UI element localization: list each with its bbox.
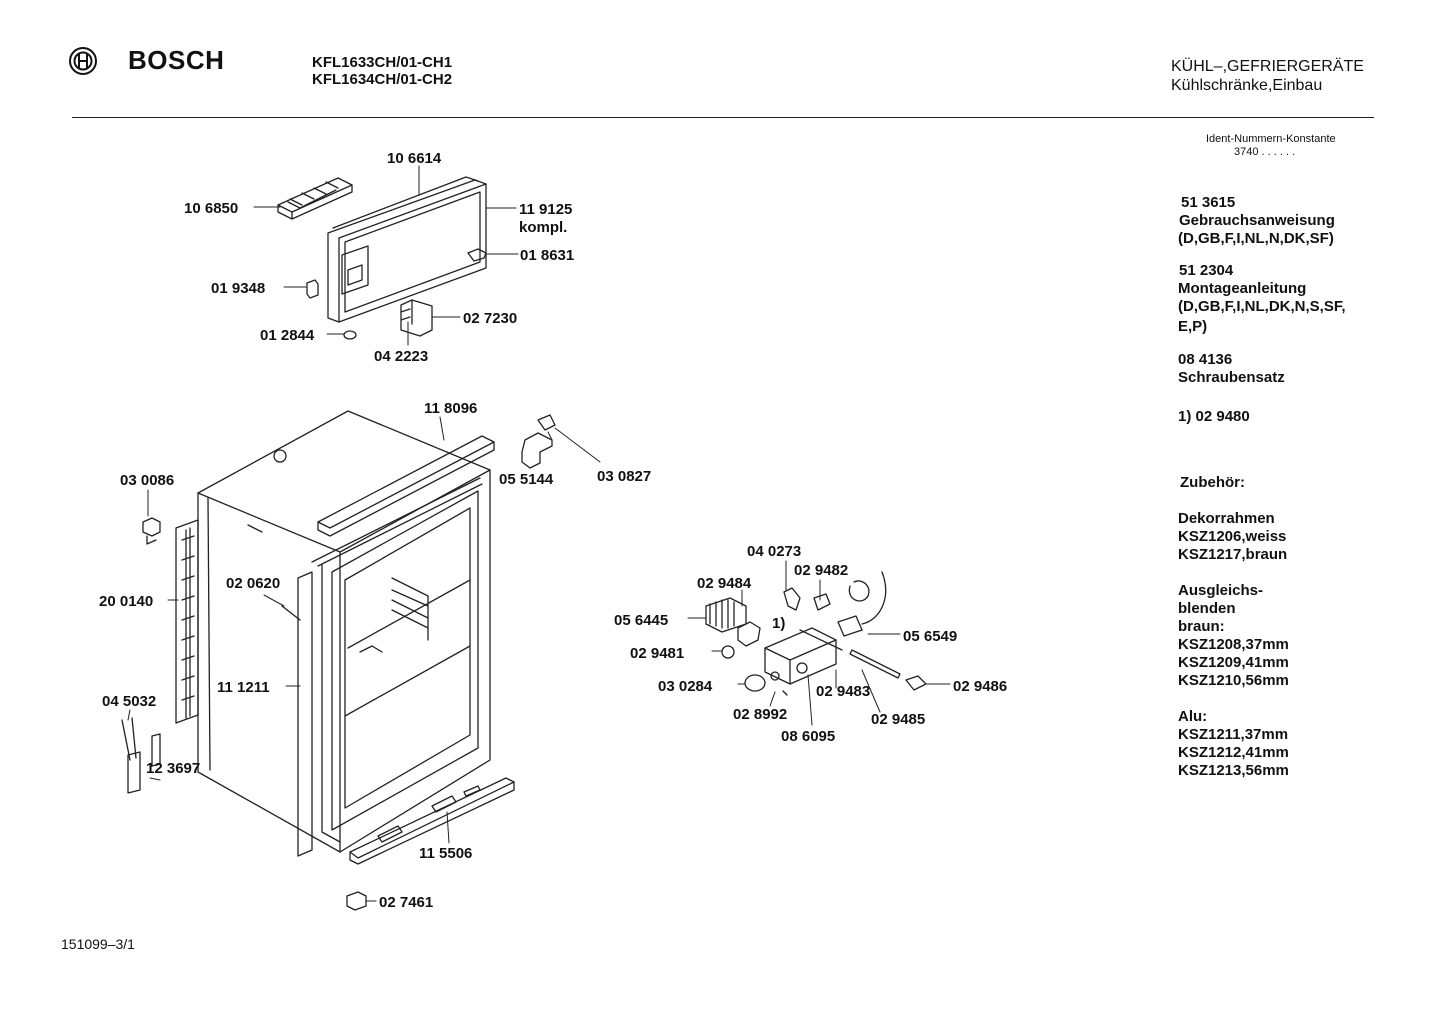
cabinet-body-part xyxy=(197,410,491,853)
part-label: 10 6614 xyxy=(387,150,442,167)
decor-line-3: KSZ1217,braun xyxy=(1178,546,1288,563)
stop-part xyxy=(467,248,487,262)
decor-line-1: Dekorrahmen xyxy=(1178,510,1275,527)
ice-tray-part xyxy=(277,177,353,220)
part-label: kompl. xyxy=(519,219,567,236)
part-label: 11 8096 xyxy=(424,400,477,417)
accessories-title: Zubehör: xyxy=(1180,474,1245,491)
alu-line-3: KSZ1212,41mm xyxy=(1178,744,1289,761)
alu-line-2: KSZ1211,37mm xyxy=(1178,726,1289,743)
part-label: 03 0284 xyxy=(658,678,713,695)
part-label: 02 7461 xyxy=(379,894,433,911)
part-label: 04 2223 xyxy=(374,348,428,365)
alu-line-1: Alu: xyxy=(1178,708,1208,725)
blends-line-1: Ausgleichs- xyxy=(1178,582,1264,599)
part-label: 11 9125 xyxy=(519,201,572,218)
part-label: 01 2844 xyxy=(260,327,315,344)
part-label: 10 6850 xyxy=(184,200,238,217)
alu-line-4: KSZ1213,56mm xyxy=(1178,762,1289,779)
part-label: 02 0620 xyxy=(226,575,280,592)
category-line-1: KÜHL–,GEFRIERGERÄTE xyxy=(1171,58,1364,75)
blends-line-5: KSZ1209,41mm xyxy=(1178,654,1289,671)
category-line-2: Kühlschränke,Einbau xyxy=(1171,77,1323,94)
part-label: 05 5144 xyxy=(499,471,554,488)
doc-1-line-2: (D,GB,F,I,NL,N,DK,SF) xyxy=(1178,230,1334,247)
blends-line-3: braun: xyxy=(1178,618,1225,635)
blends-line-6: KSZ1210,56mm xyxy=(1178,672,1289,689)
thermostat-assembly-part xyxy=(705,571,927,696)
plug-part xyxy=(142,517,161,537)
part-label: 05 6549 xyxy=(903,628,957,645)
document-code: 151099–3/1 xyxy=(61,936,135,952)
model-line-1: KFL1633CH/01-CH1 xyxy=(312,54,453,71)
ident-value: 3740 . . . . . . xyxy=(1234,146,1296,158)
part-label: 02 9483 xyxy=(816,683,870,700)
doc-3-number: 08 4136 xyxy=(1178,351,1233,368)
part-label: 01 8631 xyxy=(520,247,574,264)
condenser-part xyxy=(175,519,199,724)
part-label: 11 1211 xyxy=(217,679,270,696)
decor-line-2: KSZ1206,weiss xyxy=(1178,528,1287,545)
doc-2-number: 51 2304 xyxy=(1179,262,1234,279)
footnote: 1) 02 9480 xyxy=(1178,408,1250,425)
part-label: 02 9481 xyxy=(630,645,684,662)
doc-2-line-3: E,P) xyxy=(1178,318,1208,335)
part-label: 02 9484 xyxy=(697,575,752,592)
part-label: 03 0086 xyxy=(120,472,174,489)
part-label: 03 0827 xyxy=(597,468,651,485)
part-label: 02 9482 xyxy=(794,562,848,579)
part-label: 05 6445 xyxy=(614,612,668,629)
leader-lines xyxy=(127,165,951,902)
ident-label: Ident-Nummern-Konstante xyxy=(1206,133,1336,145)
hinge-pin-part xyxy=(306,279,319,299)
model-line-2: KFL1634CH/01-CH2 xyxy=(312,71,453,88)
blends-line-4: KSZ1208,37mm xyxy=(1178,636,1289,653)
part-label: 08 6095 xyxy=(781,728,835,745)
part-label: 04 5032 xyxy=(102,693,156,710)
seal-strip-part xyxy=(297,571,313,857)
part-label: 20 0140 xyxy=(99,593,153,610)
doc-2-line-1: Montageanleitung xyxy=(1178,280,1307,297)
part-label: 11 5506 xyxy=(419,845,472,862)
blends-line-2: blenden xyxy=(1178,600,1236,617)
doc-1-line-1: Gebrauchsanweisung xyxy=(1179,212,1335,229)
bosch-logo-icon xyxy=(68,46,98,81)
clip-part xyxy=(346,891,367,911)
hinge-bracket-part xyxy=(521,432,553,469)
cap-part xyxy=(343,330,357,340)
part-label: 1) xyxy=(772,615,785,632)
part-label: 02 9485 xyxy=(871,711,925,728)
doc-1-number: 51 3615 xyxy=(1181,194,1236,211)
header-divider xyxy=(72,117,1374,118)
part-label: 02 9486 xyxy=(953,678,1007,695)
part-label: 04 0273 xyxy=(747,543,801,560)
freezer-door-part xyxy=(327,176,487,323)
doc-3-line-1: Schraubensatz xyxy=(1178,369,1285,386)
part-label: 02 7230 xyxy=(463,310,517,327)
sensor-part xyxy=(121,717,137,761)
part-label: 12 3697 xyxy=(146,760,200,777)
brand-name: BOSCH xyxy=(128,45,225,75)
part-label: 02 8992 xyxy=(733,706,787,723)
part-label: 01 9348 xyxy=(211,280,265,297)
doc-2-line-2: (D,GB,F,I,NL,DK,N,S,SF, xyxy=(1178,298,1346,315)
